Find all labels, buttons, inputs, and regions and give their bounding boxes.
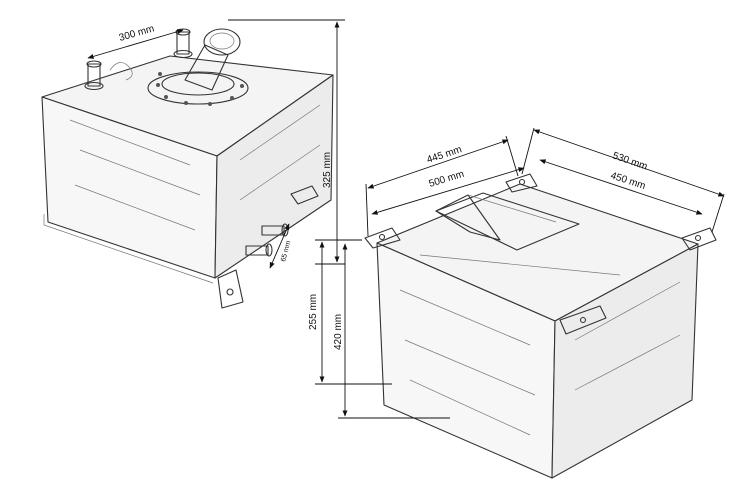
filler-cap-icon xyxy=(147,28,249,106)
dim-label-depth-inner: 500 mm xyxy=(428,169,466,190)
dim-label-height-total-right: 420 mm xyxy=(333,314,344,350)
left-tank-sketch xyxy=(41,28,334,309)
dim-label-width-outer: 530 mm xyxy=(611,150,649,172)
dim-label-height-total-left: 325 mm xyxy=(322,152,333,188)
dim-label-width-inner: 450 mm xyxy=(609,170,647,192)
mounting-bracket-icon xyxy=(217,185,319,309)
right-tank-sketch xyxy=(364,173,717,479)
dimension-lines xyxy=(87,19,725,419)
dim-label-fitting-spacing: 65 mm xyxy=(280,240,292,263)
dim-label-filler-spacing: 300 mm xyxy=(118,23,156,44)
dim-label-depth-outer: 445 mm xyxy=(426,144,464,166)
dim-label-height-mid: 255 mm xyxy=(308,294,319,330)
